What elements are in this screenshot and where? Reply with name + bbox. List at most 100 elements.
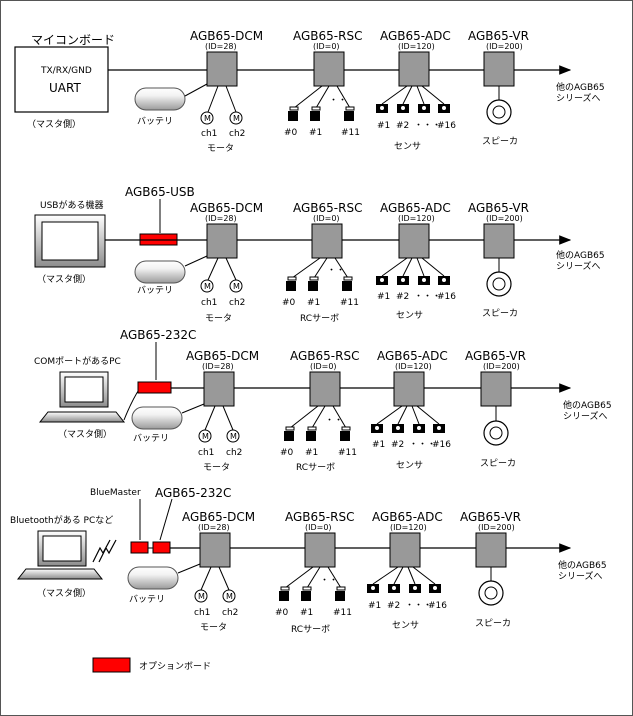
sensor-label: センサ <box>394 141 421 152</box>
adc-name: AGB65-ADC <box>372 510 443 524</box>
motor-label: モータ <box>200 622 227 633</box>
speaker-label: スピーカ <box>482 308 518 319</box>
ch1-label: ch1 <box>201 298 217 308</box>
servo-label-0: #0 <box>275 608 289 618</box>
microcontroller-board <box>14 46 109 113</box>
dcm-id: (ID=28) <box>205 42 237 51</box>
motor-ch2 <box>229 111 243 125</box>
dcm-name: AGB65-DCM <box>186 349 259 363</box>
vr-name: AGB65-VR <box>468 201 529 215</box>
option-board-232c <box>152 541 171 554</box>
sensor-dots: ・・・ <box>409 440 436 450</box>
sensor-label: センサ <box>396 310 423 321</box>
adc-id: (ID=120) <box>398 214 435 223</box>
servo-11 <box>344 111 354 121</box>
motor-ch2 <box>229 279 243 293</box>
servo-label-0: #0 <box>284 128 298 138</box>
motor-ch1 <box>200 279 214 293</box>
motor-symbol: M <box>198 592 205 601</box>
battery <box>127 566 179 590</box>
battery-label: バッテリ <box>137 285 173 296</box>
vr-module <box>475 532 507 568</box>
master-side-label: （マスタ側） <box>58 428 112 440</box>
ch1-label: ch1 <box>194 608 210 618</box>
motor-symbol: M <box>204 114 211 123</box>
sensor-dots: ・・・ <box>414 121 441 131</box>
rc-servo-label: RCサーボ <box>300 313 339 324</box>
master-line-2: UART <box>49 81 81 95</box>
adc-id: (ID=120) <box>395 362 432 371</box>
sensor-label-1: #1 <box>368 601 381 611</box>
sensor-label-2: #2 <box>387 601 400 611</box>
servo-0 <box>286 281 296 291</box>
other-series-1: 他のAGB65 <box>563 399 612 411</box>
vr-name: AGB65-VR <box>465 349 526 363</box>
battery <box>134 87 186 111</box>
row-com-port: AGB65-232C COMポートがあるPC （マスタ側） 他のAGB65 シリ… <box>34 328 612 473</box>
ch2-label: ch2 <box>222 608 238 618</box>
wireless-icon <box>92 539 111 563</box>
other-series-1: 他のAGB65 <box>556 249 605 261</box>
rc-servo-label: RCサーボ <box>291 624 330 635</box>
servo-1 <box>301 591 311 601</box>
dcm-id: (ID=28) <box>205 214 237 223</box>
vr-name: AGB65-VR <box>468 29 529 43</box>
other-series-2: シリーズへ <box>556 260 601 272</box>
vr-id: (ID=200) <box>478 523 515 532</box>
servo-11 <box>335 591 345 601</box>
motor-ch2 <box>222 589 236 603</box>
motor-symbol: M <box>233 114 240 123</box>
vr-name: AGB65-VR <box>460 510 521 524</box>
servo-label-1: #1 <box>307 298 320 308</box>
adc-module <box>398 51 430 87</box>
servo-11 <box>340 431 350 441</box>
adc-module <box>389 532 421 568</box>
sensor-label-16: #16 <box>432 440 451 450</box>
battery-label: バッテリ <box>137 116 173 127</box>
ch1-label: ch1 <box>201 129 217 139</box>
rsc-id: (ID=0) <box>305 523 332 532</box>
vr-module <box>483 51 515 87</box>
master-side-label: （マスタ側） <box>37 273 91 285</box>
master-line-1: TX/RX/GND <box>40 66 92 76</box>
rsc-name: AGB65-RSC <box>293 201 362 215</box>
servo-label-1: #1 <box>300 608 313 618</box>
sensor-label-16: #16 <box>437 292 456 302</box>
master-title: USBがある機器 <box>40 199 103 211</box>
battery <box>131 406 183 430</box>
dcm-module <box>199 532 231 568</box>
master-title: Bluetoothがある PCなど <box>10 514 113 526</box>
dcm-module <box>206 223 238 259</box>
dcm-id: (ID=28) <box>202 362 234 371</box>
rsc-module <box>311 223 343 259</box>
vr-module <box>480 371 512 407</box>
rsc-name: AGB65-RSC <box>285 510 354 524</box>
legend: オプションボード <box>92 657 211 673</box>
servo-0 <box>279 591 289 601</box>
pc-keyboard <box>16 568 104 580</box>
sensor-label-1: #1 <box>377 121 390 131</box>
battery <box>134 260 186 284</box>
motor-symbol: M <box>230 432 237 441</box>
ch1-label: ch1 <box>198 448 214 458</box>
sensor-label-2: #2 <box>391 440 404 450</box>
servo-11 <box>342 281 352 291</box>
option-board-name: AGB65-USB <box>125 185 195 199</box>
servo-0 <box>288 111 298 121</box>
sensor-dots: ・・・ <box>414 292 441 302</box>
vr-id: (ID=200) <box>486 42 523 51</box>
servo-label-11: #11 <box>338 448 357 458</box>
vr-module <box>483 223 515 259</box>
rc-servo-label: RCサーボ <box>296 462 335 473</box>
master-title: COMポートがあるPC <box>34 355 121 367</box>
speaker-label: スピーカ <box>475 618 511 629</box>
pc-keyboard <box>38 411 126 423</box>
motor-ch1 <box>198 429 212 443</box>
motor-ch2 <box>226 429 240 443</box>
bluemaster-board <box>130 541 149 554</box>
battery-label: バッテリ <box>129 594 165 605</box>
sensor-label-1: #1 <box>372 440 385 450</box>
motor-symbol: M <box>202 432 209 441</box>
servo-dots: ・・ <box>320 576 338 586</box>
